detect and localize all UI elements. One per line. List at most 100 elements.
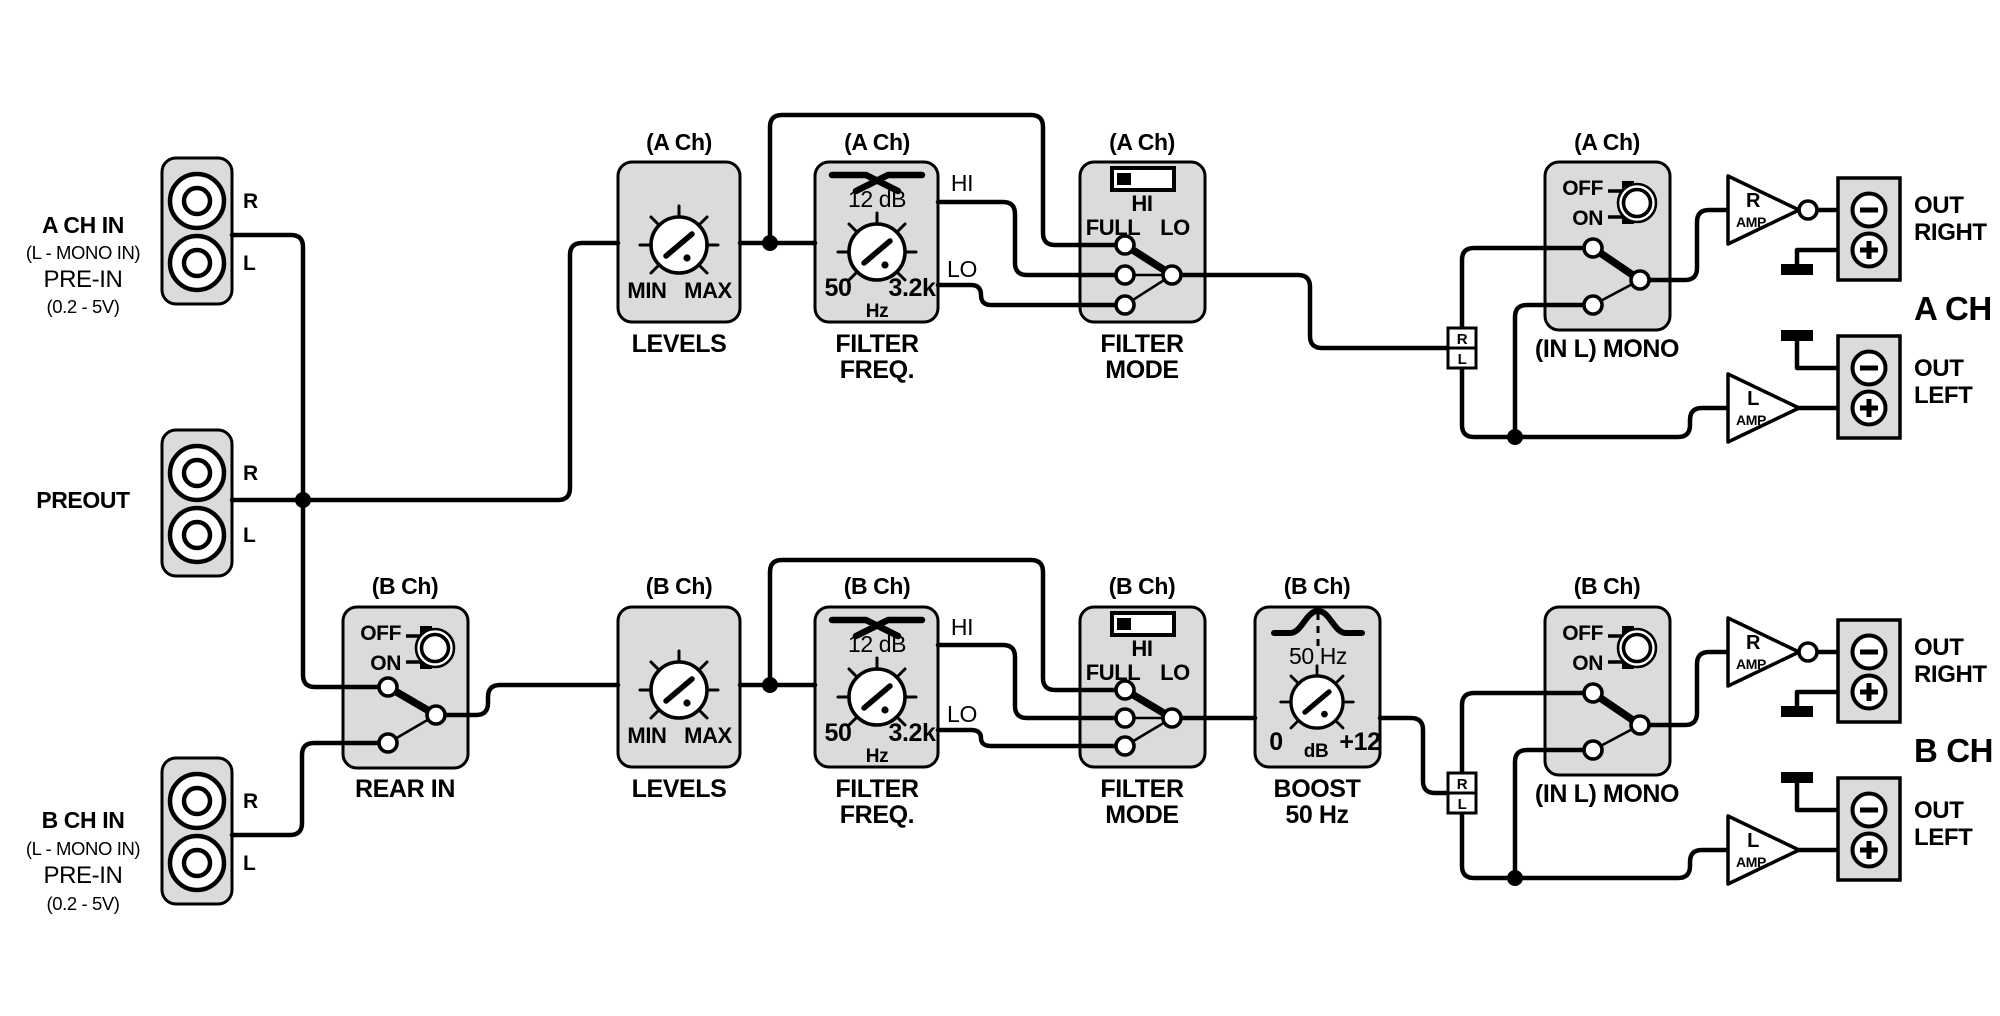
- freq-label2-a: FREQ.: [840, 356, 914, 384]
- rear-in-controls: OFF ON: [360, 622, 456, 754]
- jack-label-r: R: [243, 190, 258, 213]
- wire-mono-b-bottom-feed: [1512, 747, 1596, 881]
- b-ch-label: B CH: [1914, 732, 1993, 769]
- boost-unit: dB: [1304, 741, 1329, 762]
- mono-switch-a[interactable]: [1582, 237, 1651, 316]
- junction-dot: [1507, 870, 1523, 886]
- mode-lo-b: LO: [1160, 660, 1190, 685]
- tag-levels-a: (A Ch): [646, 129, 712, 155]
- levels-min-b: MIN: [627, 723, 666, 748]
- tag-freq-b: (B Ch): [844, 573, 911, 599]
- tag-freq-a: (A Ch): [844, 129, 910, 155]
- mode-full-a: FULL: [1086, 215, 1141, 240]
- freq-unit-a: Hz: [866, 301, 888, 322]
- filter-mode-switch-b[interactable]: [1114, 679, 1183, 757]
- minus-icon: [1860, 365, 1878, 371]
- levels-max-b: MAX: [684, 723, 732, 748]
- terminal-out-left-b: [1836, 776, 1902, 882]
- ground-icon: [1781, 772, 1813, 783]
- plus-icon: [1860, 683, 1878, 701]
- slide-switch-icon[interactable]: [1110, 166, 1176, 192]
- wires: [229, 112, 1841, 881]
- l-amp-a: L AMP: [1726, 372, 1801, 444]
- terminal-out-left-a: [1836, 334, 1902, 440]
- mode-label1-a: FILTER: [1100, 330, 1184, 358]
- tag-boost-b: (B Ch): [1284, 573, 1351, 599]
- push-button-icon[interactable]: [1616, 627, 1658, 669]
- b-ch-in-title: B CH IN: [42, 807, 125, 833]
- rl-split-a: R L: [1446, 326, 1478, 370]
- push-button-icon[interactable]: [414, 627, 456, 669]
- b-ch-in-mono-note: (L - MONO IN): [26, 838, 141, 859]
- plus-icon: [1860, 399, 1878, 417]
- r-amp-letter: R: [1746, 632, 1761, 654]
- mono-switch-b[interactable]: [1582, 682, 1651, 761]
- mode-lo-a: LO: [1160, 215, 1190, 240]
- out-label: OUT: [1914, 797, 1964, 824]
- wire-a-in-bus: [229, 232, 391, 690]
- mono-a-on-label: ON: [1572, 207, 1603, 230]
- minus-icon: [1860, 649, 1878, 655]
- preout-title: PREOUT: [36, 487, 130, 513]
- rear-in-switch[interactable]: [377, 676, 447, 754]
- jack-label-l: L: [243, 524, 256, 547]
- junction-dot: [762, 677, 778, 693]
- plus-icon: [1860, 241, 1878, 259]
- freq-out-hi-a: HI: [951, 170, 973, 196]
- slide-switch-icon[interactable]: [1110, 611, 1176, 637]
- jack-label-r: R: [243, 462, 258, 485]
- freq-label1-b: FILTER: [835, 775, 919, 803]
- tag-rear-in: (B Ch): [372, 573, 439, 599]
- jack-label-r: R: [243, 790, 258, 813]
- wire-boost-out: [1377, 715, 1451, 796]
- r-amp-word: AMP: [1736, 214, 1766, 230]
- wire-lamp-a-in: [1512, 405, 1731, 440]
- wire-split-a-l: [1459, 365, 1518, 440]
- wire-split-a-r: [1459, 245, 1596, 331]
- freq-unit-b: Hz: [866, 746, 888, 767]
- r-amp-letter: R: [1746, 190, 1761, 212]
- freq-out-lo-b: LO: [947, 701, 977, 727]
- rl-split-b: R L: [1446, 771, 1478, 815]
- b-ch-in-pre: PRE-IN: [44, 862, 123, 889]
- out-label: OUT: [1914, 192, 1964, 219]
- l-amp-letter: L: [1747, 830, 1759, 852]
- a-ch-in-mono-note: (L - MONO IN): [26, 242, 141, 263]
- mono-label-a: (IN L) MONO: [1535, 335, 1679, 363]
- mode-full-b: FULL: [1086, 660, 1141, 685]
- terminal-out-right-b: [1836, 618, 1902, 724]
- split-l-label: L: [1458, 351, 1467, 368]
- plus-icon: [1860, 841, 1878, 859]
- rear-in-off-label: OFF: [360, 622, 401, 645]
- wire-gnd-a-left: [1794, 338, 1841, 371]
- wire-mono-a-bottom-feed: [1512, 302, 1596, 440]
- freq-slope-b: 12 dB: [848, 631, 906, 657]
- amp-output-node: [1797, 641, 1819, 663]
- freq-out-lo-a: LO: [947, 256, 977, 282]
- freq-min-a: 50: [824, 274, 851, 302]
- levels-min-a: MIN: [627, 278, 666, 303]
- amp-output-node: [1797, 199, 1819, 221]
- wire-feed-levels-a: [300, 240, 621, 503]
- minus-icon: [1860, 807, 1878, 813]
- wire-gnd-b-right: [1794, 689, 1841, 709]
- levels-label-a: LEVELS: [632, 330, 727, 358]
- l-amp-letter: L: [1747, 388, 1759, 410]
- bell-curve-icon: [1271, 607, 1365, 636]
- mono-a-off-label: OFF: [1562, 177, 1603, 200]
- wire-split-b-l: [1459, 810, 1518, 881]
- mode-label1-b: FILTER: [1100, 775, 1184, 803]
- jack-label-l: L: [243, 852, 256, 875]
- push-button-icon[interactable]: [1616, 182, 1658, 224]
- mode-hi-b: HI: [1131, 636, 1152, 661]
- filter-mode-switch-a[interactable]: [1114, 234, 1183, 316]
- a-ch-in-pre: PRE-IN: [44, 266, 123, 293]
- preout-jacks: [167, 443, 227, 565]
- mono-a-controls: OFF ON: [1562, 177, 1658, 316]
- crossover-curve-icon: [828, 171, 926, 195]
- mode-label2-a: MODE: [1105, 356, 1178, 384]
- wire-hi-a: [935, 199, 1128, 278]
- freq-max-a: 3.2k: [888, 274, 936, 302]
- r-amp-word: AMP: [1736, 656, 1766, 672]
- b-ch-in-jacks: [167, 771, 227, 893]
